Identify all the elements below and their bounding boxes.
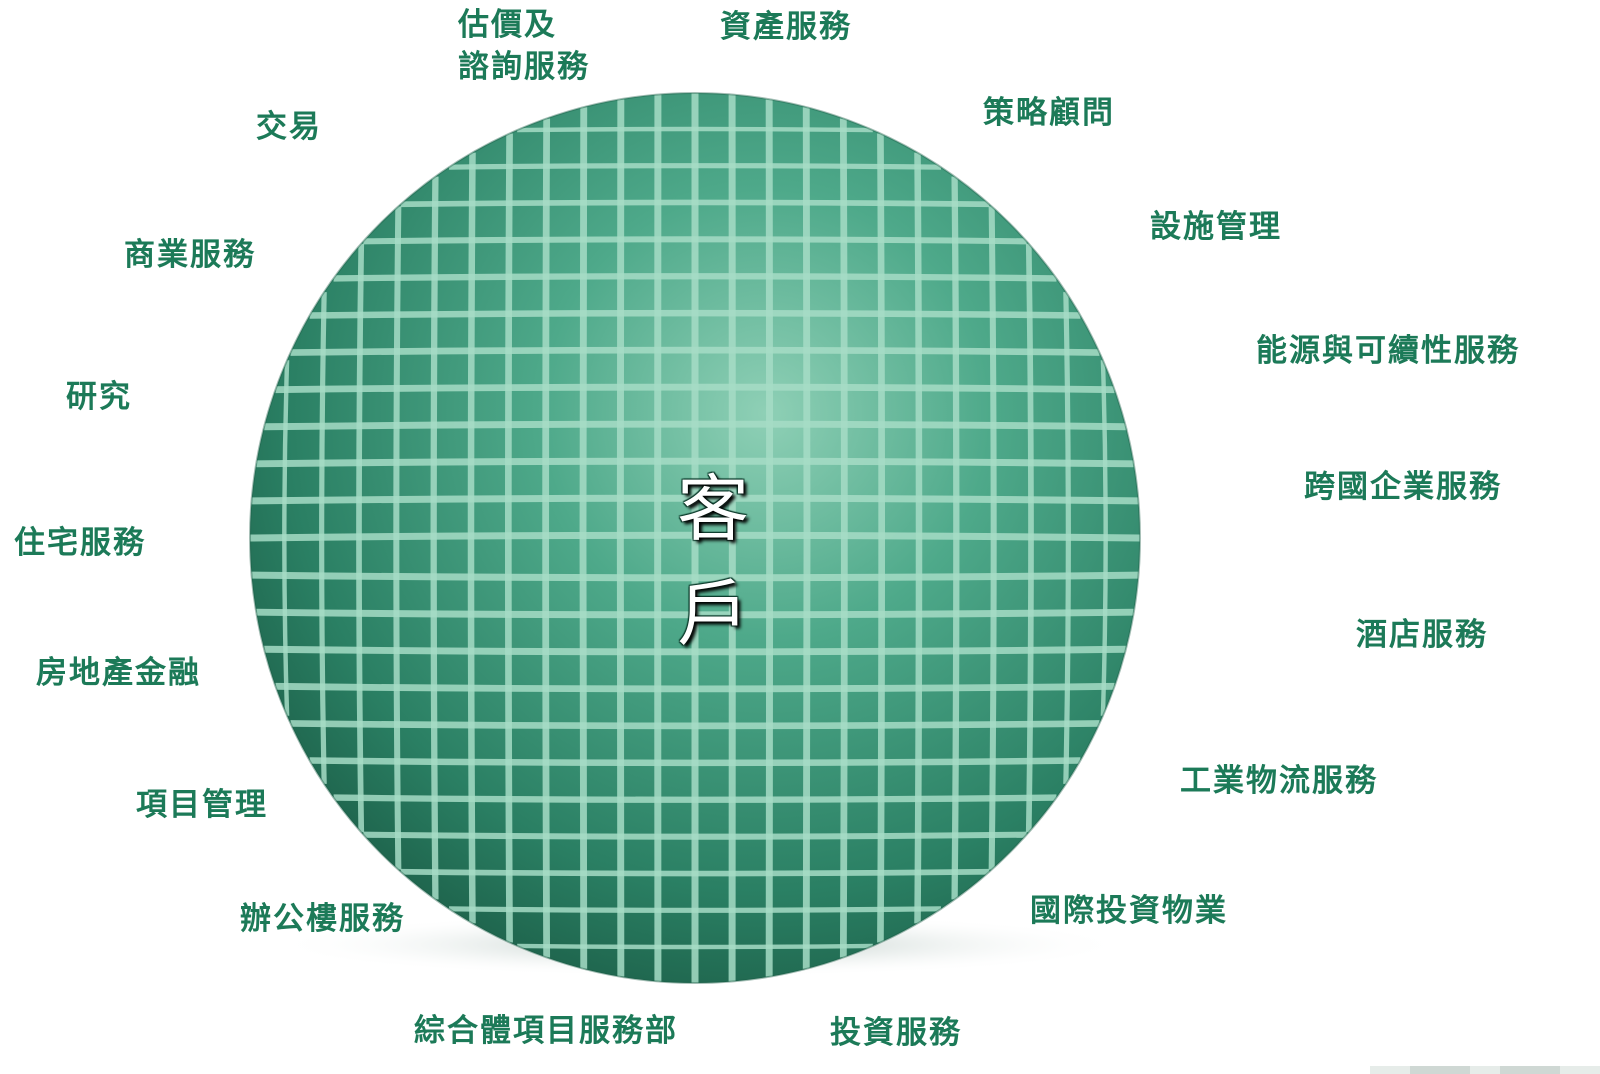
globe-rim xyxy=(249,92,1141,984)
service-valuation-line1: 估價及 xyxy=(458,7,557,43)
service-international-investment: 國際投資物業 xyxy=(1030,893,1228,929)
globe-meridian xyxy=(542,118,551,958)
globe-meridian xyxy=(1025,243,1034,833)
service-research: 研究 xyxy=(66,379,132,415)
service-hotel: 酒店服務 xyxy=(1356,617,1488,653)
corner-decoration xyxy=(1370,1066,1600,1074)
service-asset: 資產服務 xyxy=(720,9,852,45)
globe-meridian xyxy=(579,107,588,969)
globe-meridian xyxy=(430,176,439,900)
service-multinational: 跨國企業服務 xyxy=(1304,469,1502,505)
service-transactions: 交易 xyxy=(256,109,322,145)
globe-meridian xyxy=(765,99,774,977)
service-office: 辦公樓服務 xyxy=(240,901,405,937)
globe-meridian xyxy=(319,291,327,785)
service-real-estate-finance: 房地產金融 xyxy=(36,655,201,691)
service-industrial-logistics: 工業物流服務 xyxy=(1180,763,1378,799)
globe-grid xyxy=(250,93,1140,983)
service-investment: 投資服務 xyxy=(830,1015,962,1051)
globe-meridian xyxy=(616,99,625,977)
globe-meridian xyxy=(1100,360,1108,716)
service-valuation-line2: 諮詢服務 xyxy=(458,49,590,85)
globe-meridian xyxy=(914,152,923,924)
service-integrated-project: 綜合體項目服務部 xyxy=(414,1013,678,1049)
globe-meridian xyxy=(839,118,848,958)
service-commercial: 商業服務 xyxy=(124,237,256,273)
globe-meridian xyxy=(877,133,886,943)
service-residential: 住宅服務 xyxy=(14,525,146,561)
service-project-management: 項目管理 xyxy=(136,787,268,823)
globe-meridian xyxy=(282,360,290,716)
globe-meridian xyxy=(504,133,513,943)
globe-meridian xyxy=(467,152,476,924)
globe-meridian xyxy=(951,176,960,900)
service-facility-management: 設施管理 xyxy=(1150,209,1282,245)
service-energy-sustainability: 能源與可續性服務 xyxy=(1256,333,1520,369)
globe-meridian xyxy=(988,206,997,870)
service-strategic-consulting: 策略顧問 xyxy=(983,95,1115,131)
globe-meridian xyxy=(356,243,365,833)
globe-meridian xyxy=(1063,291,1071,785)
globe-meridian xyxy=(802,107,811,969)
service-valuation: 估價及 諮詢服務 xyxy=(458,4,590,88)
globe-meridian xyxy=(393,206,402,870)
client-center-label: 客 戶 xyxy=(676,467,773,656)
